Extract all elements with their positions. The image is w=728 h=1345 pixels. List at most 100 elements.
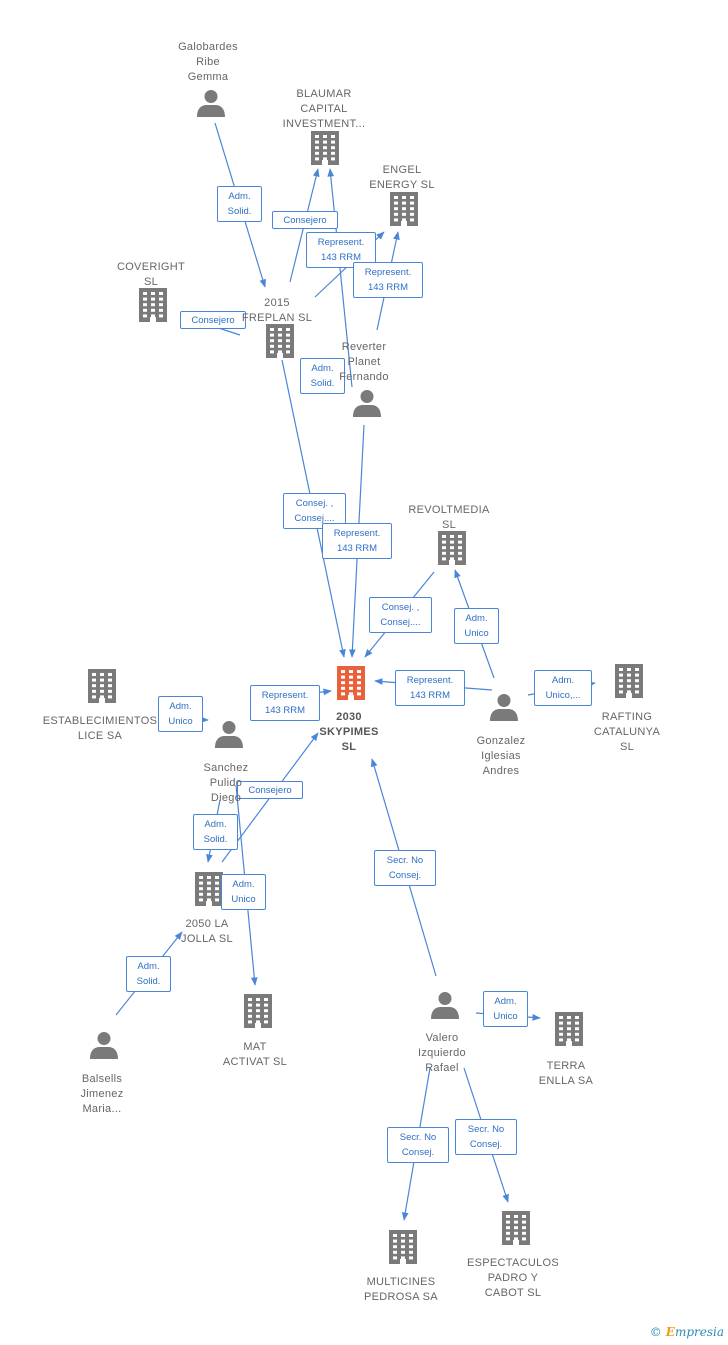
relation-label-e6[interactable]: Adm. Solid. bbox=[300, 358, 345, 394]
building-icon[interactable] bbox=[311, 131, 339, 165]
building-icon[interactable] bbox=[502, 1211, 530, 1245]
person-icon[interactable] bbox=[490, 694, 518, 721]
node-label-line: 2030 bbox=[336, 711, 362, 723]
relation-label-e16[interactable]: Adm.Solid. bbox=[193, 814, 238, 850]
relation-label-e4[interactable]: Represent.143 RRM bbox=[353, 262, 423, 298]
node-label-line: Gonzalez bbox=[476, 735, 526, 747]
building-icon[interactable] bbox=[195, 872, 223, 906]
building-icon[interactable] bbox=[337, 666, 365, 700]
relation-label-line: 143 RRM bbox=[264, 705, 306, 716]
relation-label-line: Adm. bbox=[204, 819, 227, 830]
relation-label-line: Consejero bbox=[283, 215, 327, 226]
relation-label-line: Adm. bbox=[137, 961, 160, 972]
relation-label-e11[interactable]: Represent.143 RRM bbox=[395, 670, 465, 706]
building-icon[interactable] bbox=[615, 664, 643, 698]
relation-label-e2[interactable]: Consejero bbox=[272, 211, 338, 229]
relation-label-e17[interactable]: Adm.Unico bbox=[221, 874, 266, 910]
icons-layer bbox=[88, 90, 643, 1264]
relation-label-e9[interactable]: Consej. ,Consej.... bbox=[369, 597, 432, 633]
relation-label-e1[interactable]: Adm.Solid. bbox=[217, 186, 262, 222]
node-label-line: SL bbox=[341, 741, 357, 753]
node-label-line: Iglesias bbox=[481, 750, 521, 762]
building-icon[interactable] bbox=[244, 994, 272, 1028]
relation-label-e10[interactable]: Adm.Unico bbox=[454, 608, 499, 644]
building-icon[interactable] bbox=[389, 1230, 417, 1264]
building-icon[interactable] bbox=[266, 324, 294, 358]
relation-label-line: Consej. bbox=[388, 870, 422, 881]
copyright-symbol: © bbox=[649, 1325, 662, 1339]
relation-label-line: Adm. bbox=[311, 363, 334, 374]
building-icon[interactable] bbox=[555, 1012, 583, 1046]
relation-label-line: Represent. bbox=[317, 237, 365, 248]
node-label-line: 2050 LA bbox=[185, 918, 229, 930]
node-label-line: Sanchez bbox=[203, 762, 249, 774]
person-icon[interactable] bbox=[215, 721, 243, 748]
relation-label-line: Adm. bbox=[228, 191, 251, 202]
relation-label-line: Unico bbox=[493, 1011, 518, 1022]
relation-label-e12[interactable]: Adm.Unico,... bbox=[534, 670, 592, 706]
node-label-line: Rafael bbox=[425, 1062, 459, 1074]
building-icon[interactable] bbox=[139, 288, 167, 322]
node-label-line: SL bbox=[619, 741, 635, 753]
node-label-lajolla[interactable]: 2050 LA JOLLA SL bbox=[137, 917, 277, 947]
node-label-establecimientos[interactable]: ESTABLECIMIENTOS LICE SA bbox=[30, 714, 170, 744]
building-icon[interactable] bbox=[438, 531, 466, 565]
relation-label-e5[interactable]: Consejero bbox=[180, 311, 246, 329]
node-label-line: MAT bbox=[243, 1041, 267, 1053]
node-label-line: Reverter bbox=[341, 341, 387, 353]
relation-label-line: Adm. bbox=[551, 675, 575, 686]
node-label-line: SL bbox=[441, 519, 457, 531]
relation-label-line: Unico bbox=[168, 716, 193, 727]
person-icon[interactable] bbox=[197, 90, 225, 117]
relation-label-line: Solid. bbox=[310, 378, 335, 389]
node-label-line: ESTABLECIMIENTOS bbox=[42, 715, 158, 727]
relation-label-e15[interactable]: Consejero bbox=[237, 781, 303, 799]
node-label-line: CATALUNYA bbox=[593, 726, 661, 738]
building-icon[interactable] bbox=[88, 669, 116, 703]
node-label-line: Valero bbox=[425, 1032, 459, 1044]
relation-label-line: Adm. bbox=[169, 701, 192, 712]
relation-label-line: 143 RRM bbox=[367, 282, 409, 293]
node-label-line: SL bbox=[143, 276, 159, 288]
node-label-line: JOLLA SL bbox=[181, 933, 233, 945]
relation-label-line: Consej.... bbox=[294, 513, 335, 524]
person-icon[interactable] bbox=[90, 1032, 118, 1059]
building-icon[interactable] bbox=[390, 192, 418, 226]
node-label-line: Planet bbox=[347, 356, 381, 368]
node-label-line: Gemma bbox=[187, 71, 229, 83]
relation-label-e20[interactable]: Adm.Unico bbox=[483, 991, 528, 1027]
relation-label-e8[interactable]: Represent.143 RRM bbox=[322, 523, 392, 559]
relation-label-e3[interactable]: Represent. 143 RRM bbox=[306, 232, 376, 268]
relation-label-e13[interactable]: Represent.143 RRM bbox=[250, 685, 320, 721]
relation-label-line: 143 RRM bbox=[320, 252, 362, 263]
brand-initial: E bbox=[665, 1325, 675, 1339]
relation-label-e18[interactable]: Adm.Solid. bbox=[126, 956, 171, 992]
relation-label-e14[interactable]: Adm. Unico bbox=[158, 696, 203, 732]
node-label-line: LICE SA bbox=[77, 730, 123, 742]
person-icon[interactable] bbox=[353, 390, 381, 417]
edge-e6 bbox=[327, 168, 353, 388]
person-icon[interactable] bbox=[431, 992, 459, 1019]
node-label-line: 2015 bbox=[264, 297, 290, 309]
